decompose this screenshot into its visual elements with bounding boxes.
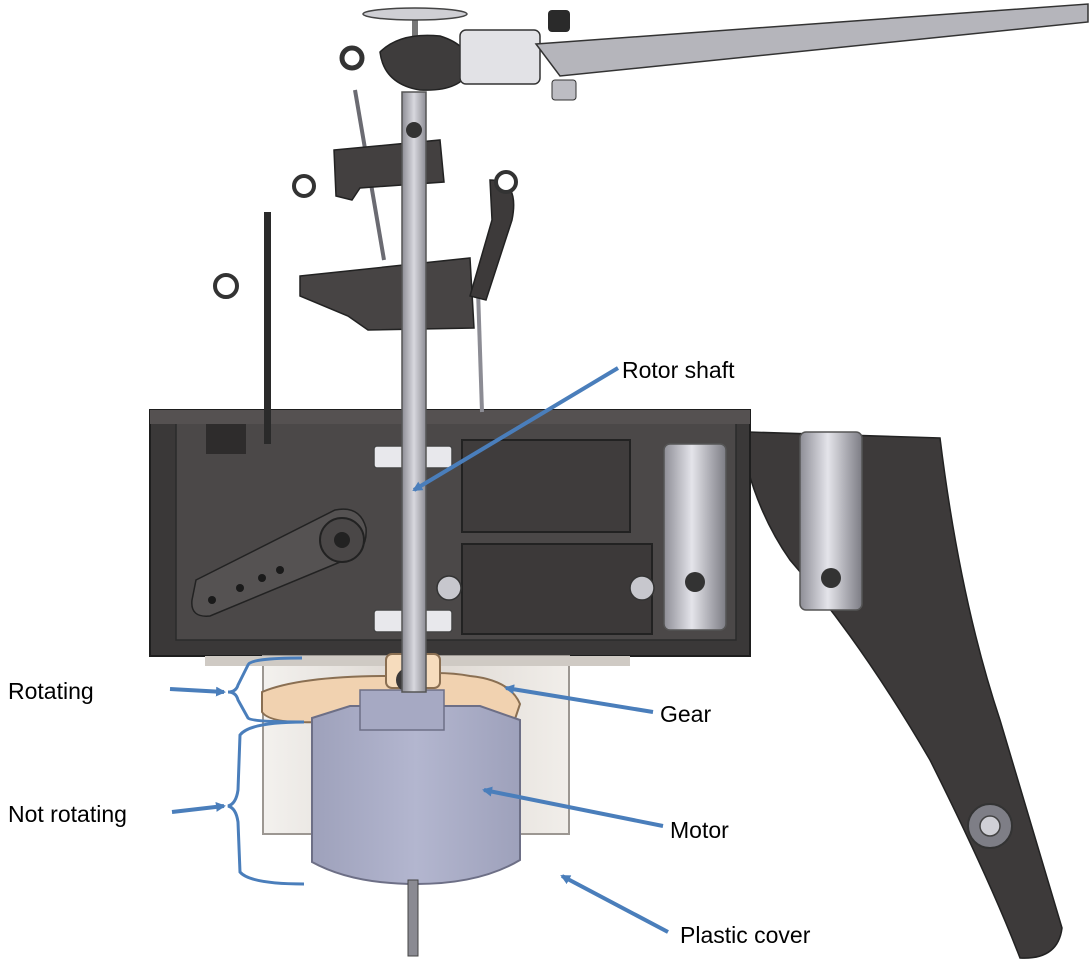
swashplate-arm-left <box>333 139 445 201</box>
ball-link <box>494 170 518 194</box>
rotor-head <box>379 34 471 91</box>
arrow-rotating <box>169 686 226 697</box>
skid-nut-hole <box>979 815 1001 837</box>
shaft-pin <box>406 122 422 138</box>
flybar-top <box>362 7 468 21</box>
label-not-rotating: Not rotating <box>8 801 127 827</box>
skid-clamp <box>799 431 863 611</box>
arrow-not-rotating <box>171 801 226 814</box>
arrow-rotor-shaft <box>412 366 620 492</box>
rotor-blade <box>534 3 1089 77</box>
label-gear: Gear <box>660 701 711 727</box>
frame-post <box>206 424 246 454</box>
servo-horn-center <box>334 532 350 548</box>
rotor-shaft <box>401 91 427 693</box>
arrow-gear <box>504 684 654 714</box>
servo-screw-left <box>436 575 462 601</box>
landing-skid-arm <box>747 431 1063 959</box>
servo-horn-hole <box>236 584 244 592</box>
frame-clamp <box>663 443 727 631</box>
flybar-paddle-stem <box>412 12 418 38</box>
servo-screw-right <box>629 575 655 601</box>
swashplate-arm-right <box>469 179 515 301</box>
motor-shaft-bottom <box>407 879 419 957</box>
head-ball-link <box>339 45 365 71</box>
grip-nut <box>551 79 577 101</box>
arrow-plastic-cover <box>560 874 669 934</box>
tail-pushrod <box>264 212 271 444</box>
label-plastic-cover: Plastic cover <box>680 922 811 948</box>
blade-grip <box>459 29 541 85</box>
skid-clamp-bolt <box>821 568 841 588</box>
arrow-motor <box>482 786 664 828</box>
ball-link <box>213 273 239 299</box>
motor-pinion <box>359 689 445 731</box>
label-rotor-shaft: Rotor shaft <box>622 357 735 383</box>
brace-not-rotating <box>227 720 305 886</box>
swashplate <box>299 257 475 331</box>
grip-bolt <box>548 10 570 32</box>
label-motor: Motor <box>670 817 729 843</box>
servo-horn-hole <box>258 574 266 582</box>
brace-rotating <box>227 656 303 724</box>
pushrod-right <box>476 289 484 413</box>
servo-lower <box>461 543 653 635</box>
label-rotating: Rotating <box>8 678 94 704</box>
frame-clamp-bolt <box>685 572 705 592</box>
servo-horn-hole <box>208 596 216 604</box>
motor <box>311 705 521 886</box>
skid-cutout <box>812 600 918 820</box>
frame-top-edge <box>150 410 750 424</box>
ball-link <box>292 174 316 198</box>
servo-upper <box>461 439 631 533</box>
servo-horn-hole <box>276 566 284 574</box>
